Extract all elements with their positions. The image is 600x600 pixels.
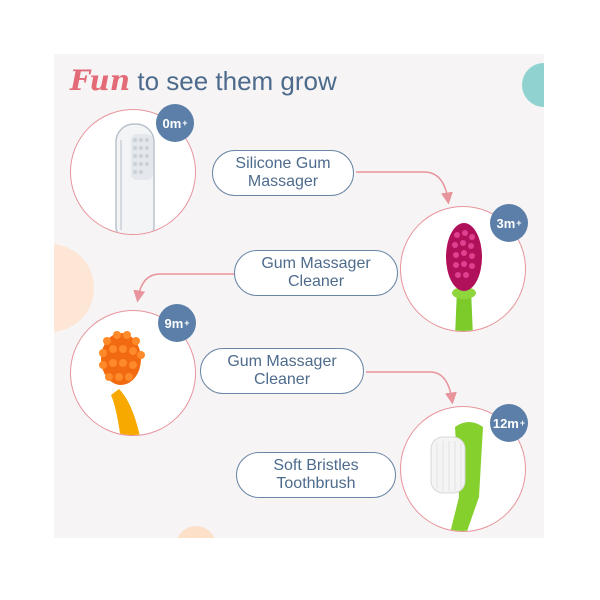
label-line2: Cleaner [253,371,311,388]
age-badge-9m: 9m+ [158,304,196,342]
age-text: 9m [164,315,184,331]
label-line2: Massager [247,173,319,190]
age-plus: + [182,118,188,128]
infographic-panel: Fun to see them grow 0m+ [54,54,544,538]
stage-label-gum-massager-cleaner-9m: Gum Massager Cleaner [200,348,364,394]
title-accent: Fun [70,64,131,97]
title-rest: to see them grow [137,66,337,96]
page-title: Fun to see them grow [70,64,337,97]
label-line1: Silicone Gum [235,155,331,172]
label-line1: Gum Massager [227,353,337,370]
age-text: 12m [492,415,519,431]
stage-circle-gum-massager-cleaner-3m [400,206,526,332]
label-line1: Soft Bristles [273,457,359,474]
stage-circle-soft-bristles-toothbrush [400,406,526,532]
silicone-finger-brush-icon [115,123,155,234]
age-text: 3m [496,215,516,231]
label-line2: Cleaner [287,273,345,290]
orange-massager-brush-icon [99,331,145,435]
arrow-stage1-to-stage2 [356,171,453,205]
age-badge-0m: 0m+ [156,104,194,142]
stage-label-silicone-gum-massager: Silicone Gum Massager [212,150,354,196]
decor-teal-circle [522,63,544,107]
age-plus: + [184,318,190,328]
label-line1: Gum Massager [261,255,371,272]
connector-arrows [133,171,457,405]
arrow-stage3-to-stage4 [366,371,457,405]
age-plus: + [519,418,526,428]
pink-massager-brush-icon [446,223,482,331]
arrow-stage2-to-stage3 [133,273,234,303]
age-plus: + [516,218,522,228]
age-badge-12m: 12m+ [490,404,528,442]
decor-peach-circle-small [176,526,216,538]
label-line2: Toothbrush [276,475,356,492]
stage-label-gum-massager-cleaner-3m: Gum Massager Cleaner [234,250,398,296]
stage-label-soft-bristles-toothbrush: Soft Bristles Toothbrush [236,452,396,498]
age-badge-3m: 3m+ [490,204,528,242]
green-toothbrush-icon [430,422,483,531]
age-text: 0m [162,115,182,131]
